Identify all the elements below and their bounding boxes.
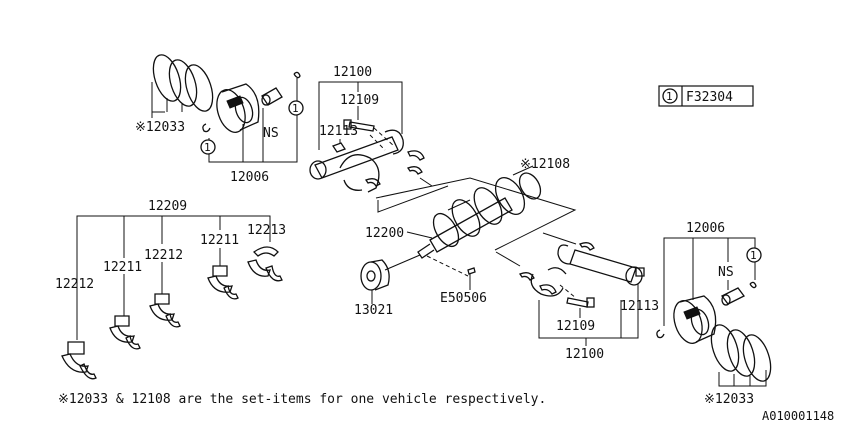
- crankshaft: [417, 172, 542, 259]
- top-rod-bolt: [343, 119, 375, 132]
- reference-circle-number: 1: [666, 90, 673, 103]
- bearing-12212-a: [61, 341, 97, 380]
- callout-crankshaft: 12200: [365, 226, 404, 241]
- diagram-id: A010001148: [762, 409, 834, 423]
- callout-right-piston-group: 12006: [686, 221, 725, 236]
- top-left-leaders: [151, 78, 304, 163]
- callout-bearing-12212-b: 12212: [144, 248, 183, 263]
- right-piston-pin: [721, 287, 745, 306]
- top-left-piston-ring-set: [152, 54, 214, 112]
- crankshaft-key: [467, 267, 476, 290]
- bottom-connecting-rod: [530, 244, 643, 297]
- callout-top-left-ns: NS: [263, 126, 279, 141]
- top-rod-nut: [332, 142, 346, 153]
- callout-bearing-12211-a: 12211: [103, 260, 142, 275]
- callout-bottom-rod-group: 12100: [565, 347, 604, 362]
- reference-code: F32304: [686, 90, 733, 105]
- callout-key: E50506: [440, 291, 487, 306]
- footnote: ※12033 & 12108 are the set-items for one…: [58, 392, 546, 407]
- top-rod-bearings: [365, 150, 425, 187]
- bearing-12211-a: [109, 315, 141, 350]
- callout-right-rings: ※12033: [704, 392, 754, 407]
- reference-box: [658, 85, 754, 107]
- bottom-rod-bolt: [566, 297, 595, 308]
- bottom-rod-leaders: [495, 232, 639, 346]
- callout-bearing-12213: 12213: [247, 223, 286, 238]
- callout-right-circle: 1: [750, 249, 757, 262]
- callout-top-rod-nut: 12113: [319, 124, 358, 139]
- callout-top-left-circle-b: 1: [204, 141, 211, 154]
- top-left-piston: [216, 83, 260, 133]
- crankshaft-pulley: [360, 259, 390, 304]
- callout-top-rod-group: 12100: [333, 65, 372, 80]
- callout-bearing-12211-b: 12211: [200, 233, 239, 248]
- top-left-snap-rings: [202, 71, 301, 133]
- callout-left-bearing-group: 12209: [148, 199, 187, 214]
- callout-top-left-circle-a: 1: [292, 102, 299, 115]
- bearing-12211-b: [207, 265, 239, 300]
- crankshaft-leaders: [375, 165, 577, 277]
- callout-top-left-piston-group: 12006: [230, 170, 269, 185]
- callout-crank-bearing-set: ※12108: [520, 157, 570, 172]
- right-snap-rings: [656, 281, 757, 339]
- bearing-12213: [247, 246, 283, 282]
- top-left-piston-pin: [261, 87, 283, 106]
- right-piston-leaders: [663, 237, 767, 387]
- callout-bottom-rod-nut: 12113: [620, 299, 659, 314]
- callout-bottom-rod-bolt: 12109: [556, 319, 595, 334]
- bottom-rod-bearings: [519, 242, 595, 295]
- callout-top-rod-bolt: 12109: [340, 93, 379, 108]
- callout-right-ns: NS: [718, 265, 734, 280]
- right-piston-ring-set: [710, 324, 772, 382]
- callout-bearing-12212-a: 12212: [55, 277, 94, 292]
- callout-pulley: 13021: [354, 303, 393, 318]
- bearing-12212-b: [149, 293, 181, 328]
- right-piston: [673, 295, 717, 344]
- bottom-rod-nut: [635, 267, 645, 277]
- top-rod-leaders: [318, 81, 449, 213]
- left-bearing-leaders: [76, 215, 271, 340]
- callout-top-left-rings: ※12033: [135, 120, 185, 135]
- top-connecting-rod: [309, 129, 404, 193]
